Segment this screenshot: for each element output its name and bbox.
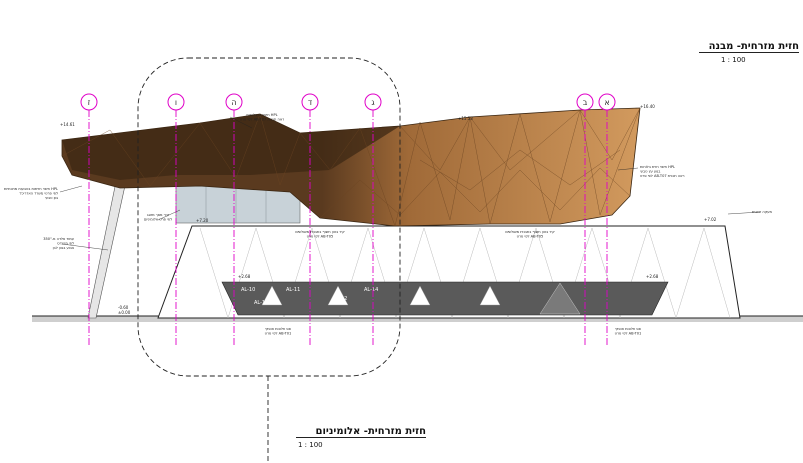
grid-axis: ה [225, 93, 243, 346]
grid-axis-label: ה [231, 98, 236, 107]
level-marks: +16.40 +14.61 +15.53 +7.20 +7.02 +2.68 +… [60, 104, 717, 315]
level-mark: -0.60 [118, 305, 129, 310]
grid-axis: א [598, 93, 616, 346]
band-window-labels: AL-10 AL-11 AL-13 AL-12 AL-14 [241, 287, 378, 306]
grid-axis-label: ד [308, 98, 313, 107]
window-label: AL-13 [254, 300, 268, 306]
window-label: AL-14 [364, 287, 378, 293]
level-mark: +16.40 [640, 104, 655, 109]
title-block-aluminum: חזית מזרחית- אלומיניום 1 : 100 [296, 426, 426, 449]
grid-axis-label: ג [371, 98, 375, 107]
annotations [59, 116, 761, 251]
window-label: AL-11 [286, 287, 300, 293]
ground-slab [32, 316, 803, 322]
grid-axis: ו [167, 93, 185, 346]
grid-axis: ג [364, 93, 382, 346]
level-mark: +2.68 [238, 274, 251, 279]
band-triangles [261, 282, 581, 315]
level-mark: +2.68 [646, 274, 659, 279]
window-label: AL-12 [333, 296, 347, 302]
level-mark: +14.61 [60, 122, 75, 127]
scale-building: 1 : 100 [721, 56, 746, 64]
level-mark: ±0.00 [118, 310, 131, 315]
grid-axis: ד [301, 93, 319, 346]
grid-axes: ז ו ה ד ג ב א [80, 93, 616, 346]
window-label: AL-10 [241, 287, 255, 293]
level-mark: +7.02 [704, 217, 717, 222]
title-aluminum: חזית מזרחית- אלומיניום [296, 426, 426, 438]
level-mark: +7.20 [196, 218, 209, 223]
grid-axis: ב [576, 93, 594, 346]
grid-axis-label: ו [175, 98, 177, 107]
level-mark: +15.53 [458, 116, 473, 121]
note-right-edge: מעקה זכוכית [752, 210, 772, 214]
title-building: חזית מזרחית- מבנה [699, 41, 799, 53]
grid-axis: ז [80, 93, 98, 346]
title-block-building: חזית מזרחית- מבנה 1 : 100 [699, 41, 799, 64]
grid-axis-label: ז [88, 98, 91, 107]
grid-axis-label: ב [583, 98, 588, 107]
scale-aluminum: 1 : 100 [298, 441, 323, 449]
grid-axis-label: א [604, 98, 609, 107]
dashed-detail-frame [137, 57, 401, 377]
roof-underside [62, 114, 400, 180]
inclined-column [87, 171, 129, 319]
